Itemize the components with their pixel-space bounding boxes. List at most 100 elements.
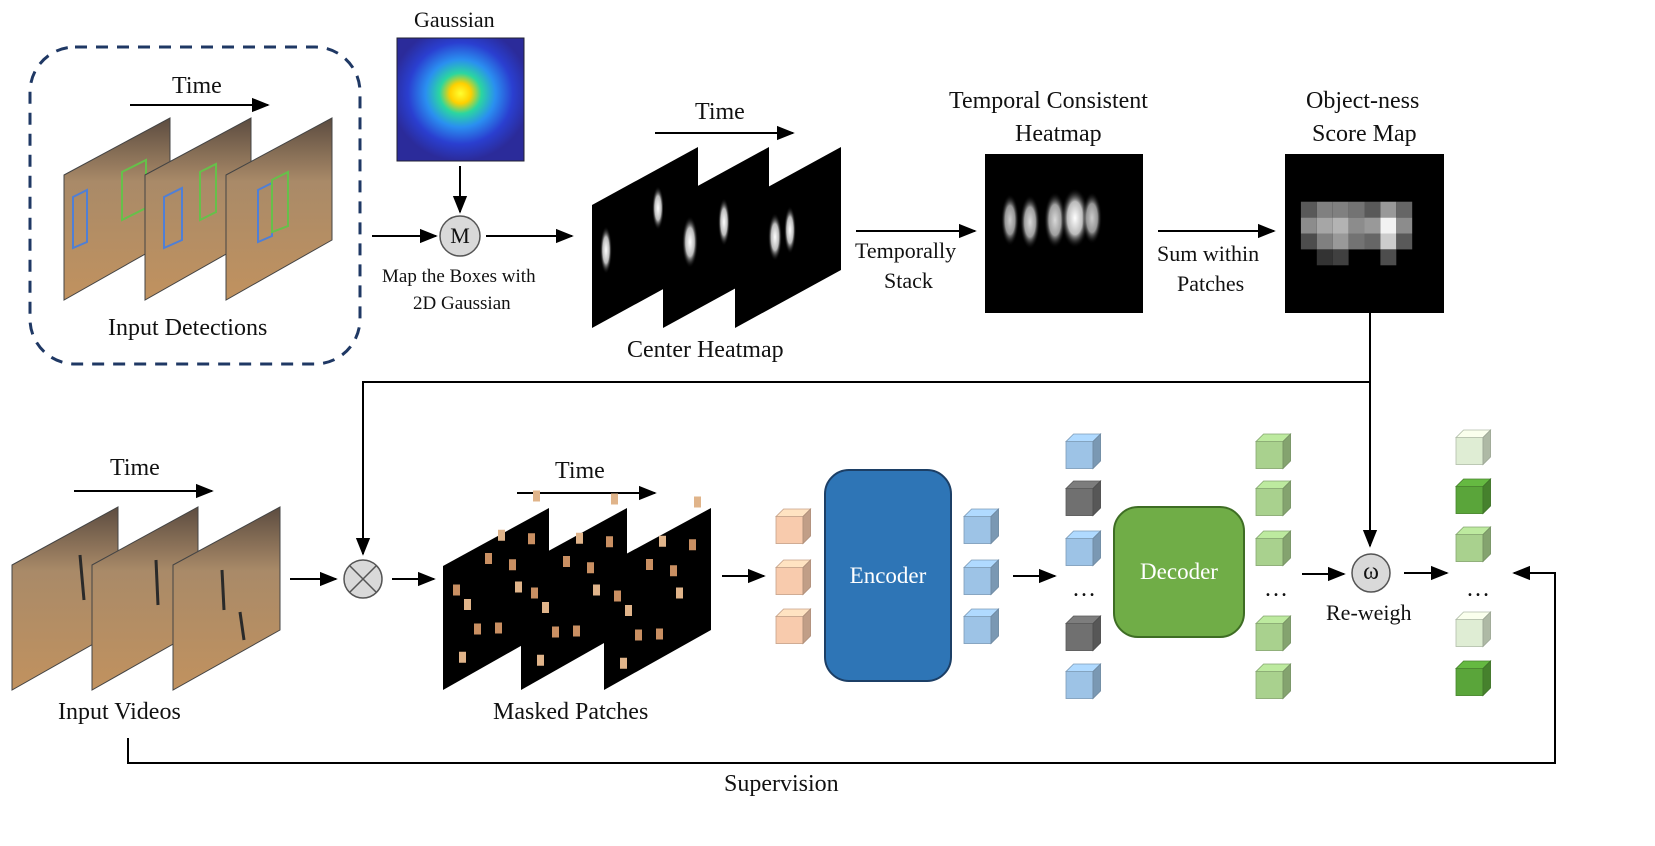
multiply-operator [343,559,383,599]
score-patch [1348,233,1365,250]
visible-patch [587,562,594,574]
input-detections-caption: Input Detections [108,315,268,341]
sum-patches-line1: Sum within [1157,241,1260,266]
decoded-token-cube [1255,530,1292,567]
time-label-masked: Time [555,458,605,484]
visible-patch [614,590,621,602]
time-label-center-heatmap: Time [695,99,745,125]
score-patch [1332,201,1349,218]
visible-patch [694,496,701,508]
visible-patch [573,625,580,637]
visible-patch [528,533,535,545]
score-patch [1332,249,1349,266]
score-patch [1300,233,1317,250]
line-objectness-feedback [355,313,1371,556]
score-patch [1380,201,1397,218]
input-detections-group [28,45,362,366]
score-patch [1300,201,1317,218]
score-patch [1364,201,1381,218]
score-patch [1364,233,1381,250]
center-heatmap-caption: Center Heatmap [627,337,784,363]
output-token-cube [1455,611,1492,648]
visible-patch [611,493,618,505]
map-operator-circle [439,215,481,257]
score-patch [1348,201,1365,218]
time-label-detections: Time [172,73,222,99]
score-patch [1316,249,1333,266]
score-patch [1332,217,1349,234]
score-patch [1380,217,1397,234]
visible-patch [676,587,683,599]
input-token-cube [775,508,812,545]
gaussian-image [396,37,525,162]
temporally-stack-line2: Stack [884,268,933,293]
input-videos-caption: Input Videos [58,699,181,725]
score-patch [1316,233,1333,250]
visible-patch [515,581,522,593]
detection-frame-3 [225,117,333,301]
map-caption-line1: Map the Boxes with [382,266,536,287]
score-patch [1380,233,1397,250]
score-patch [1348,217,1365,234]
latent-token-cube [1065,433,1102,470]
score-patch [1396,217,1413,234]
score-patch [1364,217,1381,234]
ellipsis-latent: … [1072,576,1096,602]
reweigh-symbol: ω [1363,559,1379,585]
masked-frame-2 [521,508,627,690]
visible-patch [464,599,471,610]
score-patch [1316,217,1333,234]
visible-patch [531,587,538,599]
decoded-token-cube [1255,615,1292,652]
score-patch [1332,233,1349,250]
masked-patch-tiles [453,490,701,669]
decoded-token-cube [1255,663,1292,700]
encoded-token-cube [963,608,1000,645]
time-label-videos: Time [110,455,160,481]
sum-patches-line2: Patches [1177,271,1245,296]
latent-token-cube [1065,480,1102,517]
latent-token-cube [1065,663,1102,700]
output-token-cube [1455,429,1492,466]
decoder-label: Decoder [1140,559,1218,584]
masked-frame-3 [604,508,711,690]
map-caption-line2: 2D Gaussian [413,293,511,314]
temporal-heatmap-title-line2: Heatmap [1015,121,1102,147]
score-patch [1380,249,1397,266]
decoder-box [1113,506,1245,638]
visible-patch [485,553,492,564]
encoder-box [824,469,952,682]
objectness-title-line1: Object-ness [1306,88,1420,114]
visible-patch [537,654,544,666]
visible-patch [635,629,642,641]
visible-patch [495,622,502,634]
gaussian-title: Gaussian [414,7,495,32]
visible-patch [625,605,632,616]
score-patch [1316,201,1333,218]
ellipsis-decoded: … [1264,576,1288,602]
visible-patch [593,584,600,596]
video-frame-3 [172,506,281,691]
visible-patch [498,529,505,541]
visible-patch [620,657,627,669]
visible-patch [542,602,549,613]
line-supervision [127,565,1556,764]
latent-token-cube [1065,530,1102,567]
visible-patch [646,559,653,570]
objectness-title-line2: Score Map [1312,121,1417,147]
visible-patch [563,556,570,567]
input-token-cube [775,559,812,596]
temporal-heatmap-title-line1: Temporal Consistent [949,88,1148,114]
visible-patch [659,535,666,547]
output-token-cube [1455,526,1492,563]
ellipsis-output: … [1466,576,1490,602]
reweigh-caption: Re-weigh [1326,600,1412,625]
visible-patch [670,565,677,577]
masked-patches-caption: Masked Patches [493,699,649,725]
visible-patch [509,559,516,571]
latent-token-cube [1065,615,1102,652]
encoded-token-cube [963,508,1000,545]
input-token-cube [775,608,812,645]
visible-patch [576,532,583,544]
